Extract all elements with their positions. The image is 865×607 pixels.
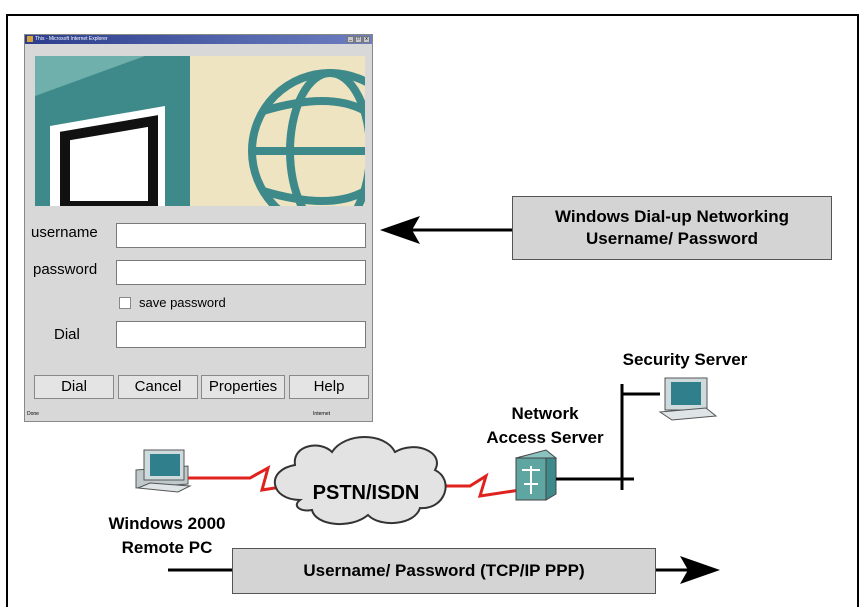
window-title: This - Microsoft Internet Explorer	[35, 36, 108, 42]
remote-pc-icon	[135, 449, 192, 493]
callout-ppp: Username/ Password (TCP/IP PPP)	[232, 548, 656, 594]
nas-label-line-1: Network	[511, 404, 579, 423]
password-field[interactable]	[116, 260, 366, 285]
remote-pc-label-line-2: Remote PC	[121, 538, 213, 557]
password-label: password	[33, 261, 98, 278]
minimize-button[interactable]: _	[347, 36, 354, 43]
cancel-button[interactable]: Cancel	[118, 375, 198, 399]
status-text: Done	[27, 411, 39, 417]
status-bar: Done Internet	[27, 410, 370, 419]
banner-graphic	[35, 56, 365, 206]
callout-line-2: Username/ Password	[586, 229, 758, 248]
app-icon	[27, 36, 33, 42]
callout-dialup: Windows Dial-up Networking Username/ Pas…	[512, 196, 832, 260]
properties-button[interactable]: Properties	[201, 375, 285, 399]
arrow-right-icon	[680, 556, 720, 584]
nas-label: Network Access Server	[470, 402, 620, 450]
dialup-window: This - Microsoft Internet Explorer _ □ x…	[24, 34, 373, 422]
maximize-button[interactable]: □	[355, 36, 362, 43]
save-password-label: save password	[139, 295, 226, 310]
save-password-checkbox[interactable]	[119, 297, 131, 309]
remote-pc-label-line-1: Windows 2000	[108, 514, 226, 533]
pstn-isdn-label: PSTN/ISDN	[312, 482, 420, 504]
nas-label-line-2: Access Server	[486, 428, 604, 447]
diagram-frame	[6, 14, 859, 607]
cloud-shape	[274, 436, 447, 526]
callout-line-1: Windows Dial-up Networking	[554, 207, 790, 226]
nas-router-icon	[514, 449, 558, 501]
window-titlebar: This - Microsoft Internet Explorer _ □ x	[25, 35, 372, 44]
dial-number-field[interactable]	[116, 321, 366, 348]
close-button[interactable]: x	[363, 36, 370, 43]
security-server-icon	[658, 377, 718, 421]
banner-image	[35, 56, 365, 206]
security-server-label: Security Server	[622, 350, 748, 369]
remote-pc-label: Windows 2000 Remote PC	[82, 512, 252, 560]
status-zone: Internet	[313, 411, 330, 417]
username-label: username	[31, 224, 98, 241]
dial-button[interactable]: Dial	[34, 375, 114, 399]
arrow-left-icon	[380, 216, 515, 244]
dial-label: Dial	[54, 326, 80, 343]
username-field[interactable]	[116, 223, 366, 248]
help-button[interactable]: Help	[289, 375, 369, 399]
